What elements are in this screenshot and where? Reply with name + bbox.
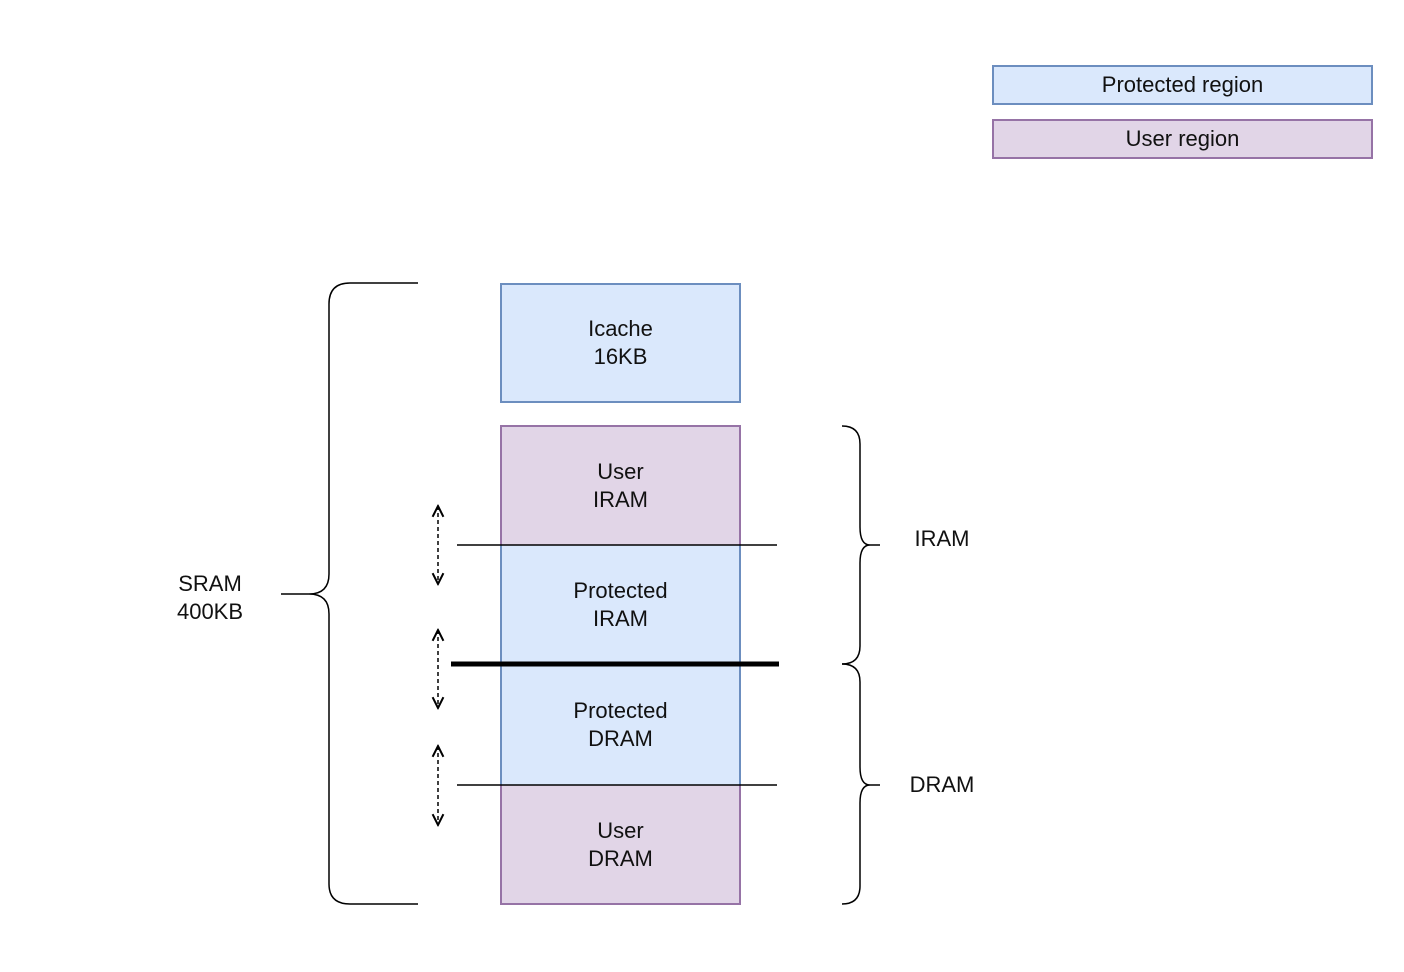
user-dram-label: User DRAM <box>588 817 653 871</box>
sram-brace <box>281 282 418 905</box>
user-iram-border <box>500 425 741 545</box>
dram-label: DRAM <box>909 772 975 797</box>
icache-label: Icache 16KB <box>588 316 653 369</box>
protected-iram-region: Protected IRAM <box>501 545 740 665</box>
legend-protected-region: Protected region <box>992 65 1373 105</box>
user-iram-region: User IRAM <box>501 426 740 545</box>
protected-dram-border <box>500 665 741 785</box>
protected-dram-label: Protected DRAM <box>573 698 668 751</box>
user-dram-border <box>500 785 741 905</box>
user-dram-region: User DRAM <box>501 785 740 904</box>
protected-iram-label: Protected IRAM <box>573 578 668 631</box>
legend-protected-label: Protected region <box>1101 72 1264 97</box>
protected-iram-border <box>500 545 741 665</box>
legend-user-region: User region <box>992 119 1373 159</box>
dram-brace <box>841 663 880 905</box>
user-iram-label: User IRAM <box>593 458 648 512</box>
iram-brace <box>841 425 880 665</box>
sram-label: SRAM 400KB <box>176 571 244 624</box>
iram-label: IRAM <box>914 526 970 551</box>
protected-dram-region: Protected DRAM <box>501 665 740 785</box>
icache-block: Icache 16KB <box>500 283 741 403</box>
legend-user-label: User region <box>1125 126 1240 151</box>
